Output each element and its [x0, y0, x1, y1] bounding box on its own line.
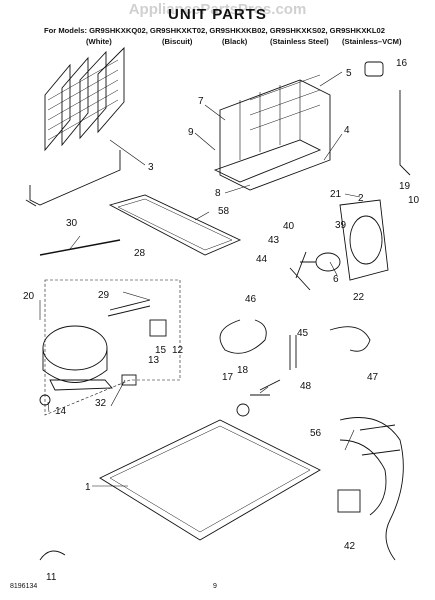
- callout-17: 17: [222, 372, 234, 383]
- condenser-coil-drawing: [25, 46, 125, 207]
- callout-19: 19: [399, 181, 411, 192]
- callout-21: 21: [330, 189, 342, 200]
- callout-12: 12: [172, 345, 184, 356]
- base-pan-drawing: [99, 419, 321, 541]
- callout-30: 30: [66, 218, 78, 229]
- callout-4: 4: [344, 125, 350, 136]
- models-line: For Models: GR9SHKXKQ02, GR9SHKXKT02, GR…: [44, 26, 385, 35]
- callout-14: 14: [55, 406, 67, 417]
- callout-5: 5: [346, 68, 352, 79]
- callout-numbers: 1 2 3 4 5 6 7 8 9 10 11 12 13 14 15 16 1…: [23, 58, 420, 583]
- callout-45: 45: [297, 328, 309, 339]
- tubing-drawing: [219, 319, 371, 370]
- variant-white: (White): [86, 37, 112, 46]
- callout-13: 13: [148, 355, 160, 366]
- callout-56: 56: [310, 428, 322, 439]
- callout-48: 48: [300, 381, 312, 392]
- callout-42: 42: [344, 541, 356, 552]
- callout-40: 40: [283, 221, 295, 232]
- variant-stainless-steel: (Stainless Steel): [270, 37, 329, 46]
- callout-22: 22: [353, 292, 365, 303]
- callout-11: 11: [46, 572, 57, 583]
- variant-stainless-vcm: (Stainless–VCM): [342, 37, 402, 46]
- callout-18: 18: [237, 365, 249, 376]
- callout-20: 20: [23, 291, 35, 302]
- fan-shroud-drawing: [289, 199, 389, 291]
- wiring-harness-drawing: [337, 417, 404, 561]
- callout-7: 7: [198, 96, 204, 107]
- document-number: 8196134: [10, 583, 38, 590]
- callout-9: 9: [188, 127, 194, 138]
- callout-15: 15: [155, 345, 167, 356]
- page-title: UNIT PARTS: [168, 6, 267, 23]
- callout-16: 16: [396, 58, 408, 69]
- leader-lines: [39, 71, 361, 487]
- callout-46: 46: [245, 294, 257, 305]
- callout-39: 39: [335, 220, 347, 231]
- callout-2: 2: [358, 193, 364, 204]
- drain-pan-drawing: [108, 194, 242, 256]
- compressor-drawing: [39, 279, 181, 416]
- variant-biscuit: (Biscuit): [162, 37, 193, 46]
- watermark-text: AppliancePartsPros.com: [128, 1, 307, 18]
- fan-bracket-drawing: [213, 74, 331, 191]
- small-parts-drawing: [39, 61, 411, 561]
- callout-28: 28: [134, 248, 146, 259]
- callout-10: 10: [408, 195, 420, 206]
- callout-47: 47: [367, 372, 379, 383]
- variant-black: (Black): [222, 37, 248, 46]
- callout-8: 8: [215, 188, 221, 199]
- callout-43: 43: [268, 235, 280, 246]
- callout-29: 29: [98, 290, 110, 301]
- callout-32: 32: [95, 398, 107, 409]
- callout-1: 1: [85, 482, 91, 493]
- callout-6: 6: [333, 274, 339, 285]
- callout-58: 58: [218, 206, 230, 217]
- page-number: 9: [213, 583, 217, 590]
- callout-3: 3: [148, 162, 154, 173]
- callout-44: 44: [256, 254, 268, 265]
